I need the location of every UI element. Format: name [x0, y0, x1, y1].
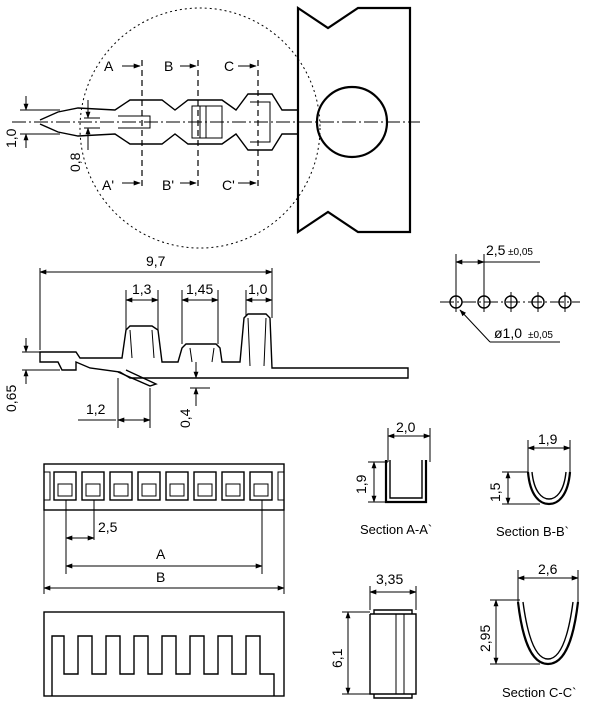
dim-0-65: 0,65	[3, 385, 19, 412]
label-a: A	[104, 58, 114, 74]
label-b-prime: B'	[162, 177, 174, 193]
housing-teeth	[51, 635, 275, 696]
housing-side-view: 3,35 6,1	[329, 571, 417, 699]
terminal-outline-bottom	[39, 123, 298, 151]
section-aa-width: 2,0	[396, 419, 416, 435]
housing-bottom-view	[43, 611, 285, 697]
section-bb: 1,9 1,5 Section B-B`	[487, 431, 572, 539]
pitch-tolerance: ±0,05	[508, 247, 533, 258]
label-b: B	[164, 58, 173, 74]
housing-front-view: 2,5 A B	[43, 463, 285, 594]
terminal-side-view: 9,7 1,3 1,45 1,0 0,65 1,2	[3, 253, 409, 428]
housing-cavities	[53, 471, 273, 501]
dim-height-top: 1,0	[3, 128, 19, 148]
dim-1-0: 1,0	[248, 281, 268, 297]
housing-outline	[43, 463, 285, 511]
pcb-layout: 2,5 ±0,05 ø1,0 ±0,05	[440, 242, 580, 343]
section-aa: 2,0 1,9 Section A-A`	[353, 419, 432, 537]
label-c-prime: C'	[222, 177, 235, 193]
detail-circle	[79, 7, 321, 249]
dim-1-2: 1,2	[86, 401, 106, 417]
section-cc: 2,6 2,95 Section C-C`	[477, 561, 580, 700]
dim-0-4: 0,4	[177, 408, 193, 428]
carrier-strip	[296, 5, 412, 235]
dim-housing-b: B	[156, 569, 165, 585]
section-cc-width: 2,6	[538, 561, 558, 577]
dim-wire-top: 0,8	[67, 152, 83, 172]
hole-value: ø1,0	[494, 325, 522, 341]
label-c: C	[224, 58, 234, 74]
dim-1-45: 1,45	[186, 281, 213, 297]
terminal-outline	[39, 93, 298, 121]
dim-length: 9,7	[146, 253, 166, 269]
section-cc-height: 2,95	[477, 625, 493, 652]
section-bb-caption: Section B-B`	[496, 524, 569, 539]
housing-bottom-outline	[43, 611, 285, 697]
section-aa-height: 1,9	[353, 474, 369, 494]
hole-tolerance: ±0,05	[528, 330, 553, 341]
terminal-top-view: A B C A' B' C' 1,0 0,8	[3, 5, 420, 249]
label-a-prime: A'	[102, 177, 114, 193]
dim-housing-a: A	[156, 546, 166, 562]
dim-housing-pitch: 2,5	[98, 519, 118, 535]
dim-housing-width: 3,35	[376, 571, 403, 587]
section-bb-width: 1,9	[538, 431, 558, 447]
dim-1-3: 1,3	[132, 281, 152, 297]
section-cc-caption: Section C-C`	[502, 685, 576, 700]
section-aa-caption: Section A-A`	[360, 522, 432, 537]
terminal-body	[39, 313, 409, 379]
section-bb-height: 1,5	[487, 482, 503, 502]
dim-housing-height: 6,1	[329, 648, 345, 668]
pitch-value: 2,5	[486, 242, 506, 258]
